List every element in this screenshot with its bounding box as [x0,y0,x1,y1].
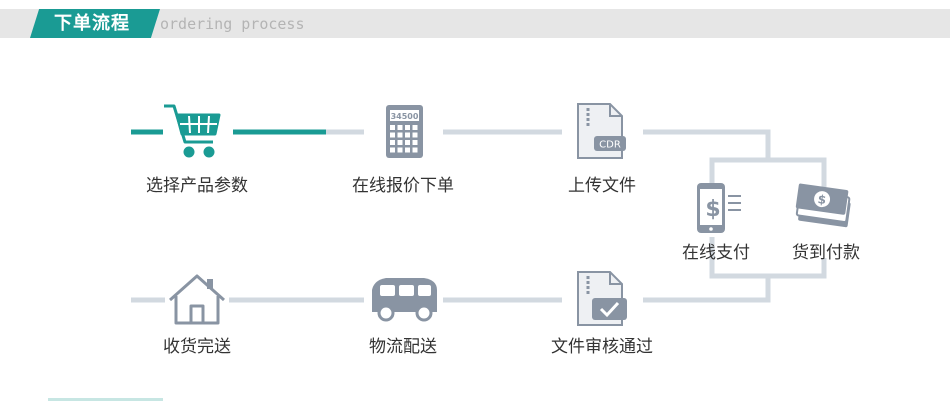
step-select-product: 选择产品参数 [146,176,248,196]
step-upload-file: 上传文件 [568,176,636,196]
bill-dollar-sign: $ [817,192,827,207]
calculator-key [412,140,418,145]
calculator-key [397,132,403,138]
calculator-key [405,132,410,138]
cdr-file-icon: CDR [577,103,626,159]
calculator-key [412,125,418,130]
connector-upload-branch [643,129,771,160]
step-file-review: 文件审核通过 [551,337,653,357]
calculator-display: 34500 [391,112,419,121]
house-icon [169,274,225,325]
header-tab [30,9,160,38]
calculator-key [397,125,403,130]
section-subtitle: ordering process [160,15,305,33]
flow-connectors [131,129,827,303]
calculator-keys [390,125,418,153]
file-check-icon [577,271,627,326]
calculator-key [405,140,410,145]
step-online-quote: 在线报价下单 [352,176,454,196]
calculator-key [397,147,403,153]
van-icon [372,278,437,322]
step-online-payment: 在线支付 [682,243,750,263]
calculator-key [390,140,395,145]
section-title: 下单流程 [54,13,130,34]
connector-merge-review [643,276,771,303]
calculator-key [390,147,395,153]
footer-accent-line [48,398,163,401]
step-logistics: 物流配送 [369,337,437,357]
calculator-icon: 34500 [386,105,423,158]
shopping-cart-icon [164,104,221,158]
cdr-badge: CDR [599,140,621,151]
step-receive-goods: 收货完送 [163,337,231,357]
calculator-key [390,125,395,130]
calculator-key [390,132,395,138]
mobile-payment-icon: $ [697,183,741,233]
connector-branch-split [709,157,827,190]
calculator-key [412,132,418,138]
money-bills-icon: $ [795,183,851,228]
dollar-sign: $ [705,197,720,222]
calculator-key [397,140,403,145]
calculator-key [405,147,410,153]
step-cash-on-delivery: 货到付款 [792,243,860,263]
calculator-key [412,147,418,153]
calculator-key [405,125,410,130]
